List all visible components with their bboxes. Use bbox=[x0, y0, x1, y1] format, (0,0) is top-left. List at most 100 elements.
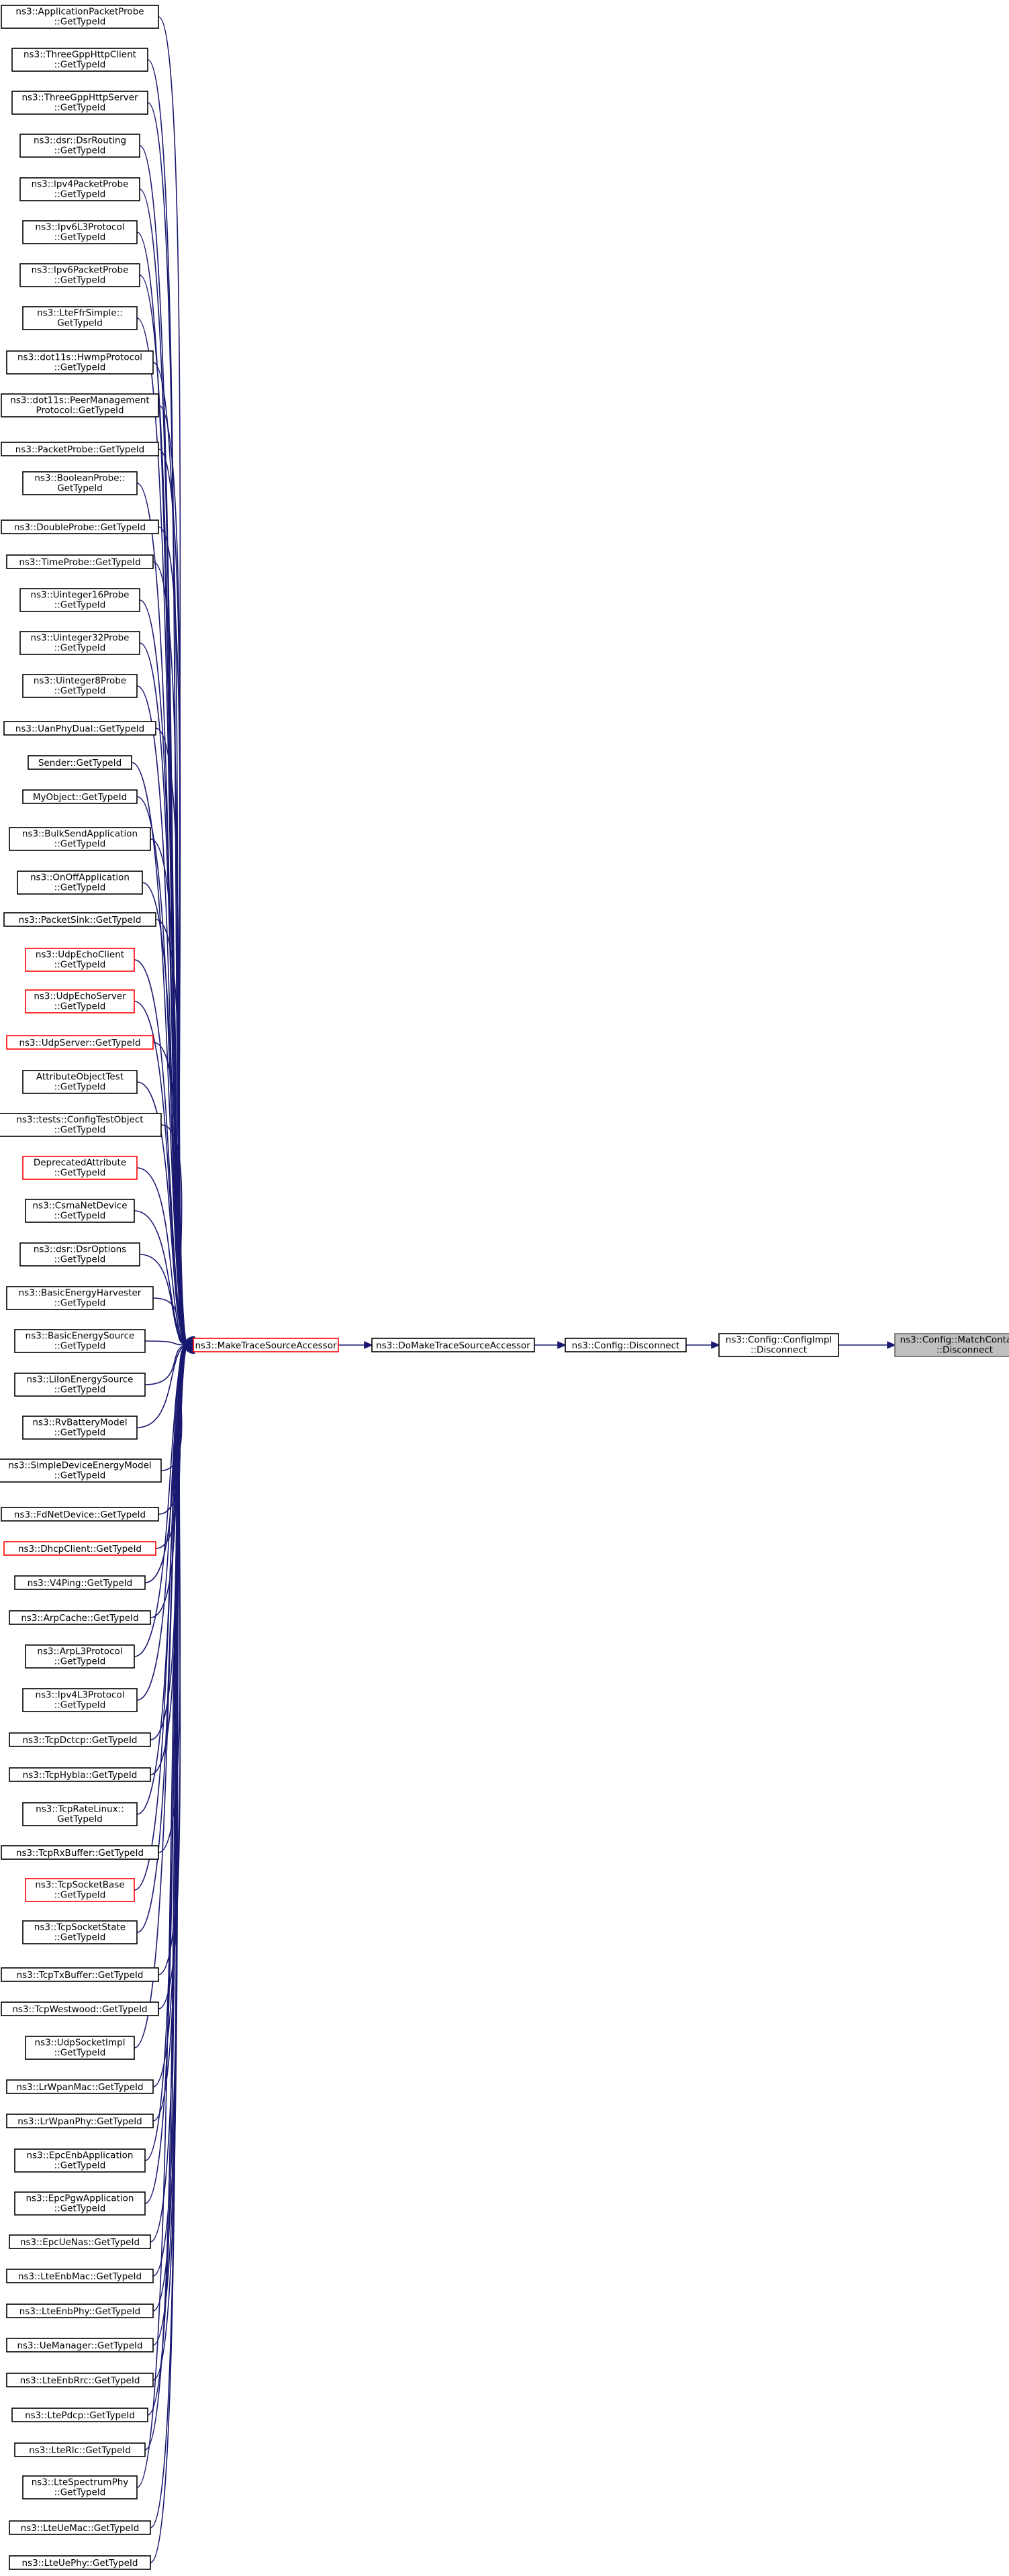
node-label-line: ::GetTypeId bbox=[54, 17, 106, 28]
caller-ns3-ltespectrumphy-gettypeid[interactable]: ns3::LteSpectrumPhy::GetTypeId bbox=[22, 2475, 138, 2499]
node-ns3-config-configimpl-disconnect[interactable]: ns3::Config::ConfigImpl::Disconnect bbox=[718, 1333, 839, 1357]
caller-ns3-dot11s-hwmpprotocol-gettypeid[interactable]: ns3::dot11s::HwmpProtocol::GetTypeId bbox=[6, 350, 154, 375]
caller-ns3-ltepdcp-gettypeid[interactable]: ns3::LtePdcp::GetTypeId bbox=[11, 2408, 148, 2422]
edge-line bbox=[134, 1001, 187, 1346]
caller-ns3-udpechoclient-gettypeid[interactable]: ns3::UdpEchoClient::GetTypeId bbox=[25, 948, 135, 972]
node-label-line: ns3::LtePdcp::GetTypeId bbox=[25, 2410, 135, 2421]
caller-ns3-applicationpacketprobe-gettypeid[interactable]: ns3::ApplicationPacketProbe::GetTypeId bbox=[1, 5, 159, 29]
node-label-line: ::GetTypeId bbox=[54, 60, 106, 70]
caller-ns3-packetsink-gettypeid[interactable]: ns3::PacketSink::GetTypeId bbox=[3, 912, 156, 927]
node-box bbox=[22, 1070, 138, 1094]
caller-ns3-epcpgwapplication-gettypeid[interactable]: ns3::EpcPgwApplication::GetTypeId bbox=[14, 2191, 146, 2216]
caller-ns3-dot11s-peermanagementprotocol-gettypeid[interactable]: ns3::dot11s::PeerManagementProtocol::Get… bbox=[1, 393, 159, 417]
node-label-line: ::GetTypeId bbox=[54, 1168, 106, 1179]
node-label-line: ns3::TcpRxBuffer::GetTypeId bbox=[16, 1848, 144, 1859]
node-label-line: ns3::OnOffApplication bbox=[30, 873, 130, 883]
caller-ns3-threegpphttpclient-gettypeid[interactable]: ns3::ThreeGppHttpClient::GetTypeId bbox=[11, 48, 148, 72]
caller-ns3-lteenbrrc-gettypeid[interactable]: ns3::LteEnbRrc::GetTypeId bbox=[6, 2373, 154, 2387]
caller-ns3-bulksendapplication-gettypeid[interactable]: ns3::BulkSendApplication::GetTypeId bbox=[9, 827, 151, 851]
node-box bbox=[14, 1329, 146, 1353]
node-label-line: ::GetTypeId bbox=[54, 1700, 106, 1711]
edge-line bbox=[134, 1344, 187, 1657]
caller-ns3-fdnetdevice-gettypeid[interactable]: ns3::FdNetDevice::GetTypeId bbox=[1, 1507, 159, 1522]
caller-ns3-booleanprobe-gettypeid[interactable]: ns3::BooleanProbe::GetTypeId bbox=[22, 471, 138, 495]
edge-line bbox=[150, 1344, 187, 2528]
caller-ns3-dsr-dsrrouting-gettypeid[interactable]: ns3::dsr::DsrRouting::GetTypeId bbox=[19, 134, 140, 158]
node-box bbox=[22, 1688, 138, 1712]
node-ns3-config-disconnect[interactable]: ns3::Config::Disconnect bbox=[565, 1338, 687, 1352]
caller-ns3-tcprxbuffer-gettypeid[interactable]: ns3::TcpRxBuffer::GetTypeId bbox=[1, 1845, 159, 1860]
caller-ns3-arpl3protocol-gettypeid[interactable]: ns3::ArpL3Protocol::GetTypeId bbox=[25, 1644, 135, 1669]
node-box bbox=[371, 1338, 535, 1352]
node-box bbox=[25, 989, 135, 1013]
caller-ns3-uinteger16probe-gettypeid[interactable]: ns3::Uinteger16Probe::GetTypeId bbox=[19, 588, 140, 612]
caller-ns3-ipv4packetprobe-gettypeid[interactable]: ns3::Ipv4PacketProbe::GetTypeId bbox=[19, 177, 140, 201]
caller-ns3-tcphybla-gettypeid[interactable]: ns3::TcpHybla::GetTypeId bbox=[9, 1767, 151, 1782]
caller-ns3-epcuenas-gettypeid[interactable]: ns3::EpcUeNas::GetTypeId bbox=[9, 2234, 151, 2249]
edge-caller-29 bbox=[136, 1167, 195, 1346]
caller-ns3-uemanager-gettypeid[interactable]: ns3::UeManager::GetTypeId bbox=[6, 2338, 154, 2352]
caller-ns3-tcpratelinux-gettypeid[interactable]: ns3::TcpRateLinux::GetTypeId bbox=[22, 1802, 138, 1826]
node-label-line: ns3::LteRlc::GetTypeId bbox=[29, 2445, 131, 2456]
caller-ns3-lteuemac-gettypeid[interactable]: ns3::LteUeMac::GetTypeId bbox=[9, 2520, 151, 2535]
node-box bbox=[19, 177, 140, 201]
caller-ns3-tcpdctcp-gettypeid[interactable]: ns3::TcpDctcp::GetTypeId bbox=[9, 1732, 151, 1747]
caller-ns3-rvbatterymodel-gettypeid[interactable]: ns3::RvBatteryModel::GetTypeId bbox=[22, 1416, 138, 1440]
caller-ns3-packetprobe-gettypeid[interactable]: ns3::PacketProbe::GetTypeId bbox=[1, 442, 159, 456]
caller-ns3-tcpwestwood-gettypeid[interactable]: ns3::TcpWestwood::GetTypeId bbox=[1, 2001, 159, 2016]
caller-ns3-threegpphttpserver-gettypeid[interactable]: ns3::ThreeGppHttpServer::GetTypeId bbox=[11, 91, 148, 115]
caller-ns3-v4ping-gettypeid[interactable]: ns3::V4Ping::GetTypeId bbox=[14, 1575, 146, 1590]
caller-sender-gettypeid[interactable]: Sender::GetTypeId bbox=[28, 755, 132, 770]
caller-ns3-epcenbapplication-gettypeid[interactable]: ns3::EpcEnbApplication::GetTypeId bbox=[14, 2148, 146, 2173]
caller-ns3-lrwpanmac-gettypeid[interactable]: ns3::LrWpanMac::GetTypeId bbox=[6, 2079, 154, 2094]
caller-deprecatedattribute-gettypeid[interactable]: DeprecatedAttribute::GetTypeId bbox=[22, 1156, 138, 1180]
caller-ns3-tcptxbuffer-gettypeid[interactable]: ns3::TcpTxBuffer::GetTypeId bbox=[1, 1967, 159, 1982]
caller-ns3-tcpsocketstate-gettypeid[interactable]: ns3::TcpSocketState::GetTypeId bbox=[22, 1920, 138, 1944]
caller-ns3-simpledeviceenergymodel-gettypeid[interactable]: ns3::SimpleDeviceEnergyModel::GetTypeId bbox=[0, 1458, 162, 1483]
caller-ns3-uinteger8probe-gettypeid[interactable]: ns3::Uinteger8Probe::GetTypeId bbox=[22, 674, 138, 698]
edge-line bbox=[136, 1081, 187, 1346]
node-ns3-maketracesourceaccessor[interactable]: ns3::MakeTraceSourceAccessor bbox=[193, 1338, 339, 1352]
node-label-line: ns3::LteSpectrumPhy bbox=[32, 2477, 129, 2488]
caller-ns3-lteenbmac-gettypeid[interactable]: ns3::LteEnbMac::GetTypeId bbox=[6, 2269, 154, 2283]
caller-ns3-timeprobe-gettypeid[interactable]: ns3::TimeProbe::GetTypeId bbox=[6, 554, 154, 569]
caller-ns3-csmanetdevice-gettypeid[interactable]: ns3::CsmaNetDevice::GetTypeId bbox=[25, 1199, 135, 1223]
caller-ns3-lteuephy-gettypeid[interactable]: ns3::LteUePhy::GetTypeId bbox=[9, 2555, 151, 2570]
caller-ns3-arpcache-gettypeid[interactable]: ns3::ArpCache::GetTypeId bbox=[9, 1610, 151, 1625]
caller-ns3-lteffrsimple-gettypeid[interactable]: ns3::LteFfrSimple::GetTypeId bbox=[22, 306, 138, 330]
node-label-line: ns3::TcpDctcp::GetTypeId bbox=[22, 1735, 137, 1746]
caller-ns3-uanphydual-gettypeid[interactable]: ns3::UanPhyDual::GetTypeId bbox=[3, 721, 156, 736]
caller-ns3-dhcpclient-gettypeid[interactable]: ns3::DhcpClient::GetTypeId bbox=[3, 1541, 156, 1556]
node-label-line: ::GetTypeId bbox=[54, 2048, 106, 2059]
caller-ns3-ipv6l3protocol-gettypeid[interactable]: ns3::Ipv6L3Protocol::GetTypeId bbox=[22, 220, 138, 244]
caller-ns3-ipv4l3protocol-gettypeid[interactable]: ns3::Ipv4L3Protocol::GetTypeId bbox=[22, 1688, 138, 1712]
caller-ns3-udpechoserver-gettypeid[interactable]: ns3::UdpEchoServer::GetTypeId bbox=[25, 989, 135, 1013]
caller-ns3-lterlc-gettypeid[interactable]: ns3::LteRlc::GetTypeId bbox=[14, 2442, 146, 2457]
caller-ns3-lrwpanphy-gettypeid[interactable]: ns3::LrWpanPhy::GetTypeId bbox=[6, 2114, 154, 2128]
caller-ns3-dsr-dsroptions-gettypeid[interactable]: ns3::dsr::DsrOptions::GetTypeId bbox=[19, 1242, 140, 1267]
node-ns3-config-matchcontainer-disconnect[interactable]: ns3::Config::MatchContainer::Disconnect bbox=[894, 1333, 1009, 1357]
caller-ns3-doubleprobe-gettypeid[interactable]: ns3::DoubleProbe::GetTypeId bbox=[1, 519, 159, 534]
node-box bbox=[19, 588, 140, 612]
caller-ns3-uinteger32probe-gettypeid[interactable]: ns3::Uinteger32Probe::GetTypeId bbox=[19, 631, 140, 655]
caller-ns3-udpserver-gettypeid[interactable]: ns3::UdpServer::GetTypeId bbox=[6, 1035, 154, 1050]
caller-ns3-ipv6packetprobe-gettypeid[interactable]: ns3::Ipv6PacketProbe::GetTypeId bbox=[19, 263, 140, 287]
caller-ns3-tests-configtestobject-gettypeid[interactable]: ns3::tests::ConfigTestObject::GetTypeId bbox=[0, 1113, 162, 1137]
caller-attributeobjecttest-gettypeid[interactable]: AttributeObjectTest::GetTypeId bbox=[22, 1070, 138, 1094]
node-label-line: ns3::Uinteger32Probe bbox=[31, 633, 130, 644]
caller-ns3-onoffapplication-gettypeid[interactable]: ns3::OnOffApplication::GetTypeId bbox=[17, 871, 143, 895]
edge-line bbox=[155, 728, 187, 1346]
node-label-line: ns3::UdpServer::GetTypeId bbox=[19, 1038, 140, 1048]
node-label-line: ns3::LrWpanMac::GetTypeId bbox=[16, 2082, 143, 2093]
node-label-line: ::GetTypeId bbox=[54, 686, 106, 697]
node-box bbox=[22, 1416, 138, 1440]
node-box bbox=[6, 350, 154, 375]
caller-ns3-liionenergysource-gettypeid[interactable]: ns3::LiIonEnergySource::GetTypeId bbox=[14, 1373, 146, 1397]
caller-ns3-lteenbphy-gettypeid[interactable]: ns3::LteEnbPhy::GetTypeId bbox=[6, 2303, 154, 2318]
caller-myobject-gettypeid[interactable]: MyObject::GetTypeId bbox=[22, 789, 138, 804]
caller-ns3-basicenergyharvester-gettypeid[interactable]: ns3::BasicEnergyHarvester::GetTypeId bbox=[6, 1286, 154, 1310]
caller-ns3-tcpsocketbase-gettypeid[interactable]: ns3::TcpSocketBase::GetTypeId bbox=[25, 1878, 135, 1902]
caller-ns3-basicenergysource-gettypeid[interactable]: ns3::BasicEnergySource::GetTypeId bbox=[14, 1329, 146, 1353]
node-ns3-domaketracesourceaccessor[interactable]: ns3::DoMakeTraceSourceAccessor bbox=[371, 1338, 535, 1352]
caller-ns3-udpsocketimpl-gettypeid[interactable]: ns3::UdpSocketImpl::GetTypeId bbox=[25, 2036, 135, 2060]
